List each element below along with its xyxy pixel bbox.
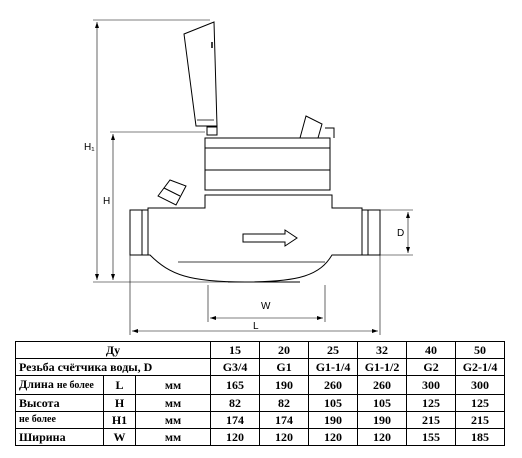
width-value: 120 (308, 427, 359, 447)
height-value: 105 (357, 393, 408, 412)
height1-unit: мм (134, 410, 212, 429)
row-height: Высота H мм 82 82 105 105 125 125 (15, 393, 506, 412)
thread-value: G3/4 (210, 358, 261, 377)
meter-lid (183, 21, 218, 127)
size-value: 15 (210, 340, 261, 360)
row-thread: Резьба счётчика воды, D G3/4 G1 G1-1/4 G… (14, 358, 506, 377)
size-value: 32 (357, 340, 408, 360)
size-value: 50 (455, 340, 506, 360)
height-label: Высота (15, 393, 104, 412)
height-value: 125 (455, 393, 506, 412)
length-value: 260 (357, 375, 408, 395)
width-value: 155 (406, 427, 457, 447)
height-symbol: H (103, 393, 136, 412)
flow-arrow (242, 229, 298, 247)
meter-body (147, 194, 363, 283)
thread-value: G1-1/4 (308, 358, 359, 377)
height-value: 82 (259, 393, 310, 412)
thread-label: Резьба счётчика воды, D (14, 358, 212, 377)
width-value: 120 (210, 427, 261, 447)
label-l: L (253, 321, 259, 332)
length-value: 300 (406, 375, 457, 395)
thread-value: G1-1/2 (357, 358, 408, 377)
meter-register (204, 137, 331, 191)
thread-value: G2-1/4 (455, 358, 506, 377)
height1-symbol: H1 (103, 410, 136, 429)
row-length: Длина не более L мм 165 190 260 260 300 … (15, 375, 506, 395)
height-value: 105 (308, 393, 359, 412)
row-nominal-size: Ду 15 20 25 32 40 50 (14, 340, 506, 360)
size-value: 25 (308, 340, 359, 360)
length-value: 190 (259, 375, 310, 395)
row-height1: не более H1 мм 174 174 190 190 215 215 (15, 410, 506, 429)
length-note: не более (56, 379, 94, 391)
length-symbol: L (103, 375, 136, 395)
height-unit: мм (134, 393, 212, 412)
thread-value: G2 (406, 358, 457, 377)
length-value: 300 (455, 375, 506, 395)
right-connector (361, 209, 381, 256)
label-h: H (103, 196, 110, 207)
row-width: Ширина W мм 120 120 120 120 155 185 (15, 427, 506, 447)
label-h-total: H₁ (84, 142, 95, 153)
thread-value: G1 (259, 358, 310, 377)
length-value: 165 (210, 375, 261, 395)
nominal-size-label: Ду (14, 340, 212, 360)
width-value: 120 (357, 427, 408, 447)
height1-value: 174 (259, 410, 310, 429)
size-value: 40 (406, 340, 457, 360)
height-note: не более (15, 410, 104, 429)
width-value: 185 (455, 427, 506, 447)
height1-value: 215 (455, 410, 506, 429)
height1-value: 174 (210, 410, 261, 429)
left-connector (129, 209, 149, 256)
height1-value: 190 (357, 410, 408, 429)
height-value: 125 (406, 393, 457, 412)
size-value: 20 (259, 340, 310, 360)
height1-value: 215 (406, 410, 457, 429)
length-value: 260 (308, 375, 359, 395)
label-w: W (261, 301, 271, 312)
label-d: D (397, 228, 404, 239)
width-symbol: W (103, 427, 136, 447)
length-label-cell: Длина не более (15, 375, 104, 395)
meter-bolt (157, 179, 187, 206)
water-meter-drawing: H₁ H W L D (84, 19, 413, 335)
height1-value: 190 (308, 410, 359, 429)
length-unit: мм (134, 375, 212, 395)
spec-table: Ду 15 20 25 32 40 50 Резьба счётчика вод… (14, 340, 506, 447)
width-value: 120 (259, 427, 310, 447)
height-value: 82 (210, 393, 261, 412)
width-label: Ширина (15, 427, 104, 447)
width-unit: мм (134, 427, 212, 447)
length-label: Длина (19, 376, 54, 391)
